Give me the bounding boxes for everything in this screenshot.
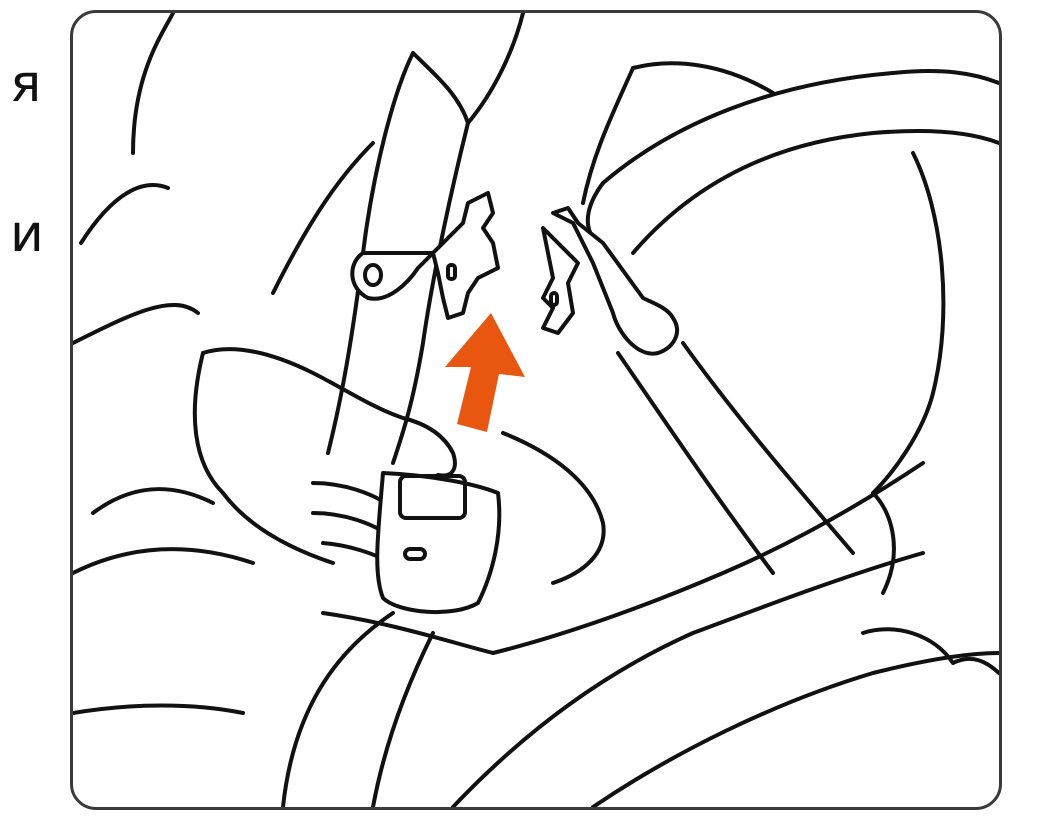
side-text-line-2: и — [10, 208, 60, 260]
seat-curves — [73, 433, 999, 807]
cropped-side-text: я и — [0, 0, 60, 820]
buckle-release-illustration — [73, 13, 999, 807]
left-buckle-tongue — [352, 193, 498, 318]
release-direction-arrow-icon — [445, 313, 525, 432]
child-head-outline — [73, 13, 198, 343]
child-right-side — [863, 153, 999, 673]
buckle-body — [377, 473, 499, 612]
illustration-frame — [70, 10, 1002, 810]
side-text-line-1: я — [10, 58, 60, 110]
